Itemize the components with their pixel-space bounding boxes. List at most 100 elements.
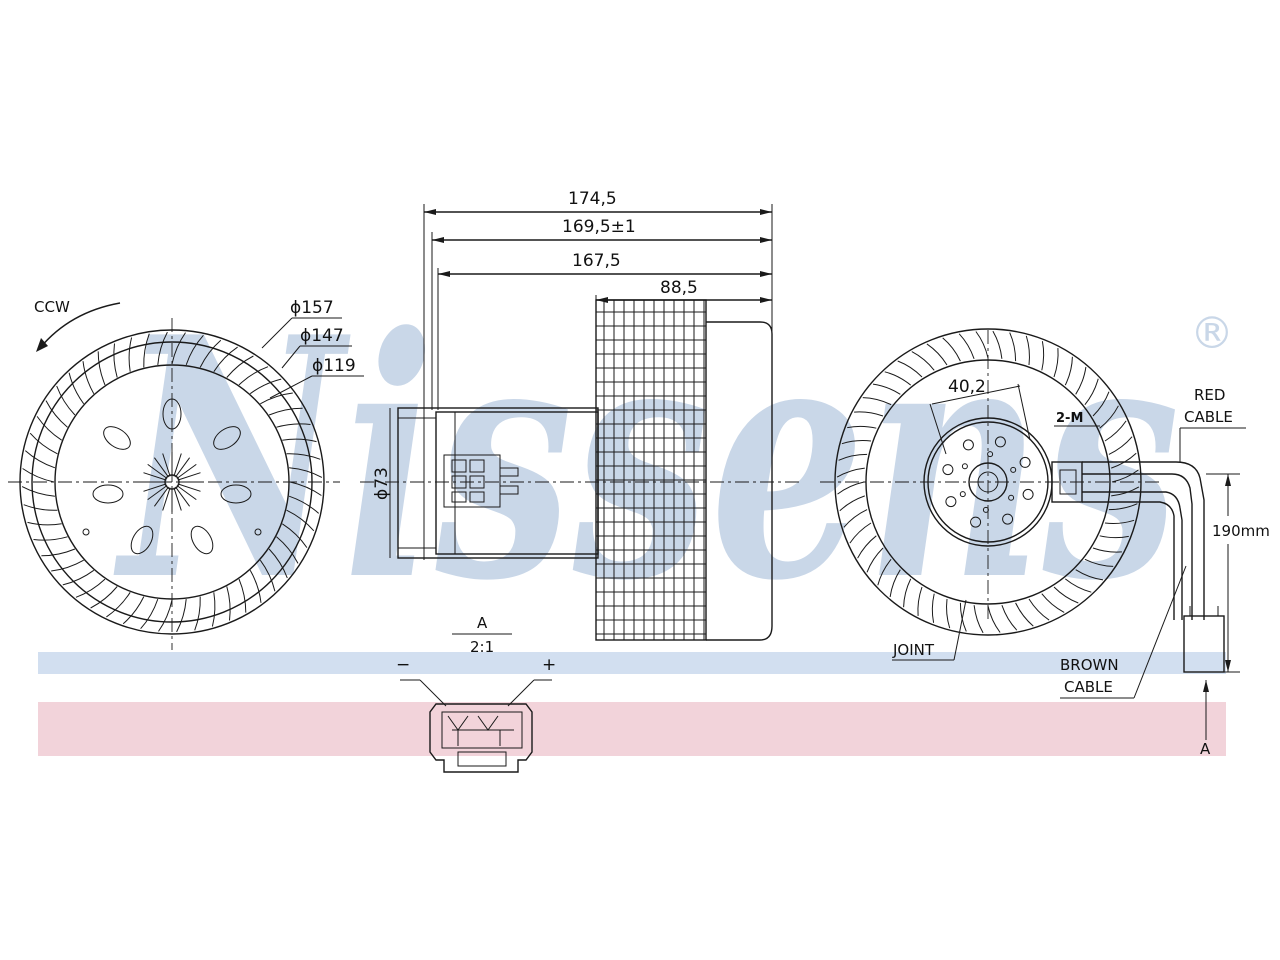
fan-blade bbox=[22, 468, 55, 483]
rotation-arrow bbox=[39, 302, 121, 349]
fan-blade bbox=[176, 599, 187, 633]
fan-blade bbox=[268, 548, 288, 579]
fan-blade bbox=[1041, 593, 1065, 613]
fan-blade bbox=[185, 334, 204, 366]
plate-hole bbox=[1019, 456, 1031, 468]
hub-spoke bbox=[153, 457, 169, 478]
hub-spoke bbox=[175, 457, 191, 478]
fan-blade bbox=[1092, 391, 1110, 417]
fan-blade bbox=[931, 593, 935, 623]
fan-blade bbox=[837, 481, 865, 495]
fan-blade bbox=[959, 602, 967, 632]
fan-blade bbox=[1084, 378, 1099, 406]
fan-blade bbox=[282, 438, 317, 443]
fan-blade bbox=[866, 547, 884, 573]
front-vent-holes bbox=[82, 398, 262, 555]
fan-blade bbox=[268, 407, 303, 416]
fan-blade bbox=[897, 360, 923, 378]
hub-spoke bbox=[177, 483, 201, 492]
fan-blade bbox=[975, 331, 989, 359]
fan-blade bbox=[289, 481, 322, 496]
fan-blade bbox=[911, 351, 935, 371]
length-169-5: 169,5±1 bbox=[562, 217, 636, 237]
fan-blade bbox=[946, 598, 951, 629]
fan-blade bbox=[889, 569, 901, 598]
front-fan-blades bbox=[21, 331, 323, 633]
watermark-logo-text: Nissens bbox=[112, 265, 1180, 653]
fan-blade bbox=[942, 337, 961, 362]
fan-blade bbox=[286, 453, 321, 460]
fan-blade bbox=[282, 523, 308, 548]
diameter-147: ϕ147 bbox=[300, 326, 344, 346]
brown-cable-label-line2: CABLE bbox=[1064, 678, 1113, 696]
rear-view: 40,2 2-M RED CABLE 190mm JOINT BROWN CAB… bbox=[820, 328, 1270, 758]
hub-spoke bbox=[143, 472, 167, 481]
red-cable-label-line2: CABLE bbox=[1184, 408, 1233, 426]
plate-rivet bbox=[987, 451, 994, 458]
fan-blade bbox=[249, 378, 282, 395]
fan-blade bbox=[29, 432, 58, 455]
fan-blade bbox=[106, 592, 131, 618]
fan-blade bbox=[1041, 341, 1045, 371]
fan-blade bbox=[171, 332, 186, 365]
fan-blade bbox=[973, 605, 984, 634]
detail-label: A bbox=[477, 614, 488, 632]
plate-hole bbox=[942, 464, 954, 476]
plate-hole bbox=[1002, 513, 1014, 525]
plate-hole bbox=[962, 439, 974, 451]
fan-blade bbox=[987, 605, 1001, 633]
rear-fan-blades bbox=[836, 330, 1140, 634]
brown-cable-label-line1: BROWN bbox=[1060, 656, 1119, 674]
front-view: CCW ϕ157 ϕ147 ϕ119 bbox=[8, 298, 364, 650]
fan-blade bbox=[884, 371, 912, 386]
fan-blade bbox=[226, 355, 254, 378]
fan-blade bbox=[854, 411, 884, 417]
fan-blade bbox=[75, 578, 106, 598]
rotation-label: CCW bbox=[34, 298, 70, 316]
fan-blade bbox=[36, 416, 62, 441]
length-88-5: 88,5 bbox=[660, 278, 698, 298]
hub-spoke bbox=[143, 483, 167, 492]
fan-blade bbox=[917, 586, 923, 616]
bolt-circle-dim: 40,2 bbox=[948, 377, 986, 397]
diameter-157: ϕ157 bbox=[290, 298, 334, 318]
plate-rivet bbox=[961, 463, 968, 470]
fan-blade bbox=[82, 361, 95, 394]
fan-blade bbox=[1075, 366, 1087, 395]
fan-blade bbox=[21, 486, 55, 497]
red-cable-label-line1: RED bbox=[1194, 386, 1225, 404]
fan-blade bbox=[839, 495, 865, 512]
fan-blade bbox=[1001, 605, 1018, 631]
fan-blade bbox=[33, 536, 68, 541]
fan-blade bbox=[1104, 420, 1127, 442]
fan-blade bbox=[286, 509, 315, 532]
fan-blade bbox=[838, 453, 868, 461]
plate-rivet bbox=[1010, 466, 1017, 473]
plus-terminal-label: + bbox=[542, 655, 556, 675]
fan-blade bbox=[260, 392, 293, 405]
fan-blade bbox=[199, 339, 222, 368]
fan-blade bbox=[836, 467, 865, 478]
fan-blade bbox=[1084, 558, 1114, 567]
fan-blade bbox=[140, 598, 159, 630]
watermark: Nissens ® bbox=[38, 265, 1234, 756]
joint-label: JOINT bbox=[892, 641, 935, 659]
fan-blade bbox=[1009, 332, 1017, 362]
fan-blade bbox=[143, 333, 150, 368]
fan-blade bbox=[1099, 405, 1119, 429]
fan-blade bbox=[1064, 578, 1092, 593]
fan-blade bbox=[1092, 547, 1122, 553]
fan-blade bbox=[68, 372, 85, 405]
hub-spoke bbox=[162, 453, 171, 477]
plate-hole bbox=[945, 496, 957, 508]
fan-blade bbox=[1064, 356, 1073, 386]
plate-hole bbox=[994, 436, 1006, 448]
fan-blade bbox=[276, 536, 299, 564]
watermark-band-pink bbox=[38, 702, 1226, 756]
fan-blade bbox=[249, 570, 262, 603]
detail-a: A 2:1 − + bbox=[396, 614, 556, 773]
hub-spoke bbox=[173, 487, 182, 511]
fan-blade bbox=[259, 559, 276, 592]
fan-blade bbox=[1099, 535, 1129, 539]
